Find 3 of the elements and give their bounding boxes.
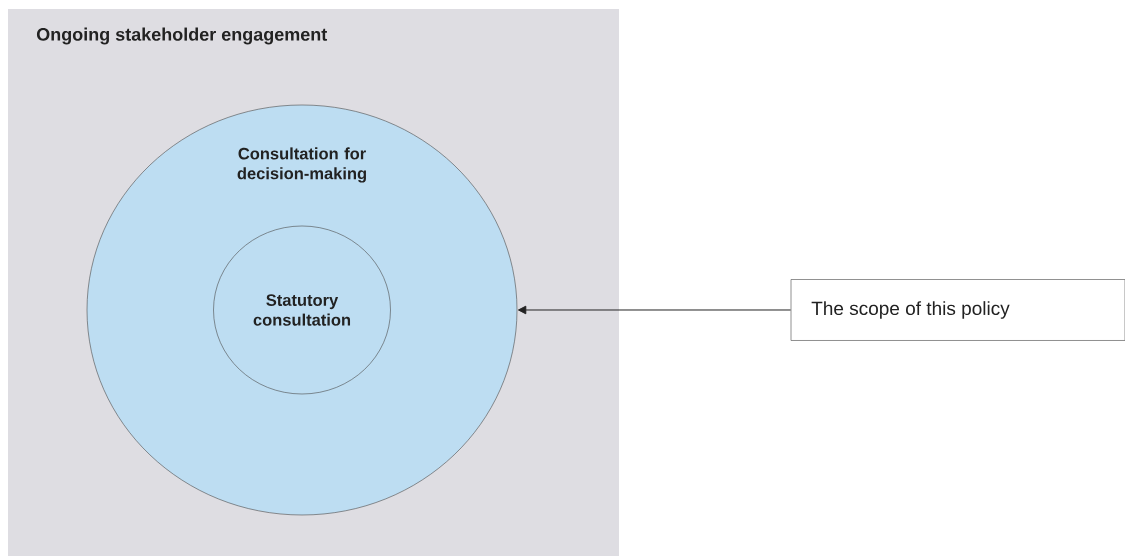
circle-region: Statutory consultation: [213, 225, 391, 395]
arrow: [517, 305, 792, 315]
label-box: The scope of this policy: [790, 279, 1125, 341]
